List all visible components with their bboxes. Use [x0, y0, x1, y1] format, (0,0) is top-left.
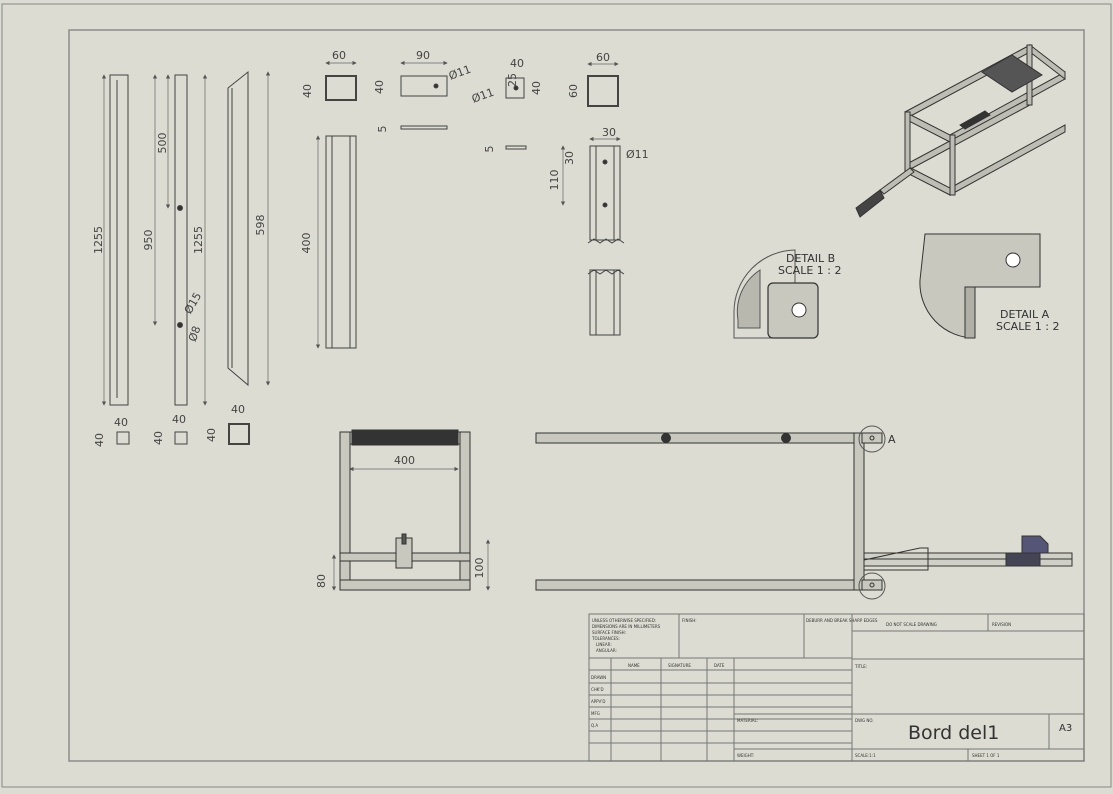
part-views: [109, 70, 625, 445]
dim-bracket-h: 40: [530, 81, 543, 95]
bar3-profile: [227, 70, 249, 387]
dim-bar2-w: 40: [172, 413, 186, 426]
tb-no-scale: DO NOT SCALE DRAWING: [886, 622, 937, 627]
dim-bracket-thk: 5: [483, 146, 496, 153]
bracket-view: [505, 77, 525, 99]
square-tube-view: [587, 75, 619, 107]
top-view: [535, 432, 1073, 591]
tb-revision: REVISION: [992, 622, 1011, 627]
dim-bar2-hole2: Ø8: [186, 324, 204, 343]
dim-bar1-w: 40: [114, 416, 128, 429]
title-block: [588, 613, 1085, 762]
dim-tube-len: 400: [300, 233, 313, 254]
tube-side-view: [325, 135, 357, 349]
dim-post-hole: Ø11: [626, 148, 649, 161]
tb-title-label: TITLE:: [854, 664, 867, 669]
bar2-section: [174, 431, 188, 445]
drawing-frame: [68, 29, 1085, 762]
tb-note-1: UNLESS OTHERWISE SPECIFIED:: [592, 618, 656, 623]
tb-note-5: LINEAR:: [596, 642, 612, 647]
dim-front-h2: 100: [473, 558, 486, 579]
detail-b-scale: SCALE 1 : 2: [778, 264, 841, 277]
bracket-edge: [505, 145, 527, 150]
dim-bracket-h2: 25: [506, 73, 519, 87]
tb-col-date: DATE: [714, 663, 725, 668]
dim-bar1-h: 40: [93, 433, 106, 447]
dim-tube-h: 40: [301, 84, 314, 98]
dim-post-span: 110: [548, 170, 561, 191]
dimension-texts: 1255 40 40 500 950 1255 Ø15 Ø8 40 40 598…: [92, 49, 649, 588]
dim-bar2-span: 950: [142, 230, 155, 251]
tb-deburr: DEBURR AND BREAK SHARP EDGES: [806, 618, 878, 623]
dim-bar2-top: 500: [156, 133, 169, 154]
tb-note-3: SURFACE FINISH:: [592, 630, 626, 635]
title-block-texts: UNLESS OTHERWISE SPECIFIED: DIMENSIONS A…: [591, 618, 1072, 758]
dim-bar3-h: 40: [205, 428, 218, 442]
bar1-section: [116, 431, 130, 445]
tb-row-drawn: DRAWN: [591, 675, 606, 680]
dim-bracket-w: 40: [510, 57, 524, 70]
dim-plate-thk: 5: [376, 126, 389, 133]
detail-b: DETAIL B SCALE 1 : 2: [733, 249, 841, 339]
dim-bar2-length: 1255: [192, 226, 205, 254]
tb-note-2: DIMENSIONS ARE IN MILLIMETERS: [592, 624, 661, 629]
detail-b-circle: [858, 572, 886, 600]
detail-b-title: DETAIL B: [786, 252, 835, 265]
tb-size: A3: [1059, 723, 1072, 734]
dimension-lines: [101, 60, 621, 591]
tb-scale: SCALE:1:1: [855, 753, 876, 758]
tb-finish: FINISH:: [682, 618, 697, 623]
dim-plate-w: 90: [416, 49, 430, 62]
plate-view: [400, 75, 448, 97]
dim-bar3-w: 40: [231, 403, 245, 416]
dim-bar2-h: 40: [152, 431, 165, 445]
tb-sheet: SHEET 1 OF 1: [972, 753, 1000, 758]
dim-sq-w: 60: [596, 51, 610, 64]
dim-post-w: 30: [602, 126, 616, 139]
isometric-view: [855, 43, 1066, 218]
tube-end-view: [325, 75, 357, 101]
tb-row-mfg: MFG: [591, 711, 600, 716]
tb-col-name: NAME: [628, 663, 640, 668]
tb-row-chkd: CHK'D: [591, 687, 604, 692]
tb-dwg-no: Bord del1: [908, 722, 999, 744]
dim-bar1-length: 1255: [92, 226, 105, 254]
bar2-hole-1: [177, 205, 183, 211]
dim-tube-w: 60: [332, 49, 346, 62]
front-view: [339, 429, 471, 591]
dim-bar3-length: 598: [254, 215, 267, 236]
tb-row-qa: Q.A: [591, 723, 598, 728]
bar2-profile: [174, 74, 188, 406]
dim-sq-h: 60: [567, 84, 580, 98]
tb-row-appvd: APPV'D: [591, 699, 605, 704]
dim-front-w: 400: [394, 454, 415, 467]
dim-front-h1: 80: [315, 574, 328, 588]
detail-a-title: DETAIL A: [1000, 308, 1050, 321]
post-lower: [589, 269, 621, 336]
tb-col-signature: SIGNATURE: [668, 663, 691, 668]
detail-a-marker: A: [888, 433, 896, 446]
detail-a-scale: SCALE 1 : 2: [996, 320, 1059, 333]
tb-weight: WEIGHT:: [737, 753, 754, 758]
bar2-hole-2: [177, 322, 183, 328]
tb-note-6: ANGULAR:: [596, 648, 617, 653]
plate-edge: [400, 125, 448, 130]
detail-a-circle: [858, 425, 886, 453]
tb-material: MATERIAL:: [737, 718, 758, 723]
bar3-section: [228, 423, 250, 445]
dim-post-top: 30: [563, 151, 576, 165]
tb-dwg-no-label: DWG NO.: [855, 718, 874, 723]
outer-border: [1, 3, 1112, 788]
dim-plate-h: 40: [373, 80, 386, 94]
tb-note-4: TOLERANCES:: [591, 636, 620, 641]
detail-a: DETAIL A SCALE 1 : 2: [919, 233, 1059, 339]
